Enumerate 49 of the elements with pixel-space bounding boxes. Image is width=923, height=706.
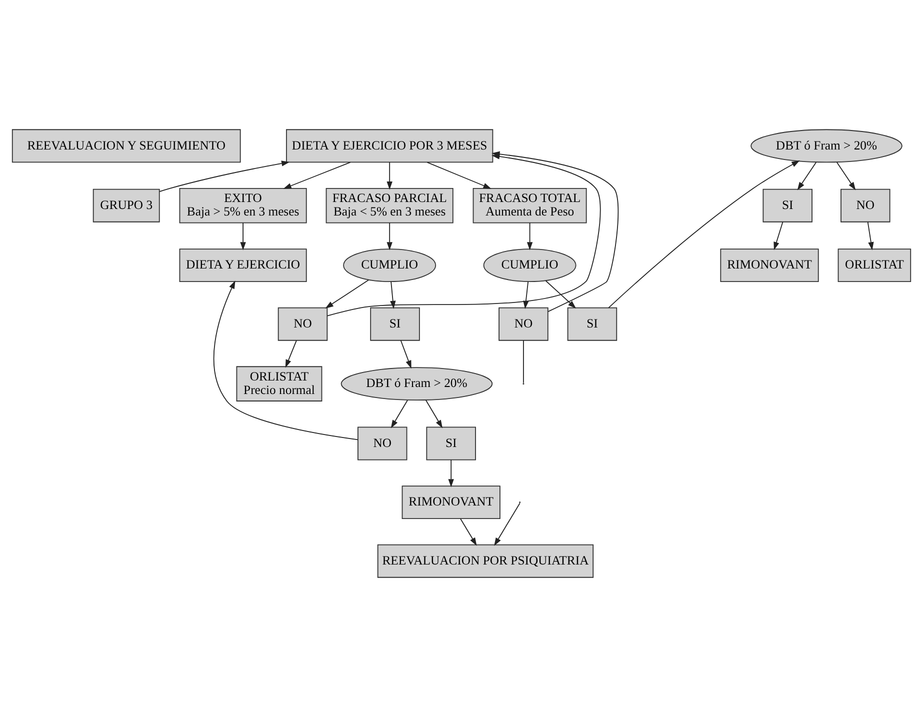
arrow — [526, 222, 533, 250]
node-box: DIETA Y EJERCICIO POR 3 MESES — [286, 128, 494, 162]
node-box: NO — [840, 188, 890, 222]
node-box: NO — [278, 306, 328, 340]
arrow — [774, 221, 784, 250]
node-ellipse: CUMPLIO — [483, 248, 576, 282]
node-box: SI — [762, 188, 812, 222]
node-box: REEVALUACION POR PSIQUIATRIA — [377, 544, 594, 578]
connector — [523, 340, 524, 383]
arrow — [400, 340, 412, 368]
node-ellipse: DBT ó Fram > 20% — [340, 366, 493, 400]
arrow — [390, 399, 408, 428]
arrow — [285, 340, 297, 368]
node-box: REEVALUACION Y SEGUIMIENTO — [12, 128, 241, 162]
node-box: SI — [567, 306, 618, 340]
arrow — [608, 160, 800, 308]
node-box: EXITO Baja > 5% en 3 meses — [179, 187, 307, 223]
node-box: RIMONOVANT — [402, 485, 500, 519]
arrow — [386, 222, 392, 250]
arrow — [460, 518, 477, 546]
arrow — [390, 280, 396, 308]
node-box: DIETA Y EJERCICIO — [179, 248, 307, 282]
arrow — [426, 161, 492, 188]
arrow — [448, 459, 454, 487]
node-box: GRUPO 3 — [92, 188, 160, 222]
arrow — [159, 160, 290, 192]
node-ellipse: CUMPLIO — [343, 248, 436, 282]
arrow — [213, 280, 358, 440]
node-box: SI — [426, 426, 476, 460]
arrow — [545, 280, 576, 308]
node-box: ORLISTAT Precio normal — [236, 366, 322, 401]
arrow — [425, 399, 443, 428]
node-box: NO — [498, 306, 548, 340]
node-box: ORLISTAT — [838, 248, 912, 282]
arrow — [523, 280, 529, 308]
arrow — [494, 502, 520, 546]
node-box: FRACASO TOTAL Aumenta de Peso — [472, 187, 587, 223]
node-box: SI — [370, 306, 420, 340]
node-ellipse: DBT ó Fram > 20% — [750, 128, 902, 162]
arrow — [836, 161, 856, 190]
arrow — [283, 161, 351, 188]
node-box: FRACASO PARCIAL Baja < 5% en 3 meses — [326, 187, 454, 223]
arrow — [867, 221, 874, 250]
arrow — [240, 222, 246, 250]
arrow — [386, 161, 392, 190]
arrow — [325, 279, 370, 308]
arrow — [797, 161, 817, 190]
node-box: NO — [357, 426, 408, 460]
node-box: RIMONOVANT — [720, 248, 819, 282]
